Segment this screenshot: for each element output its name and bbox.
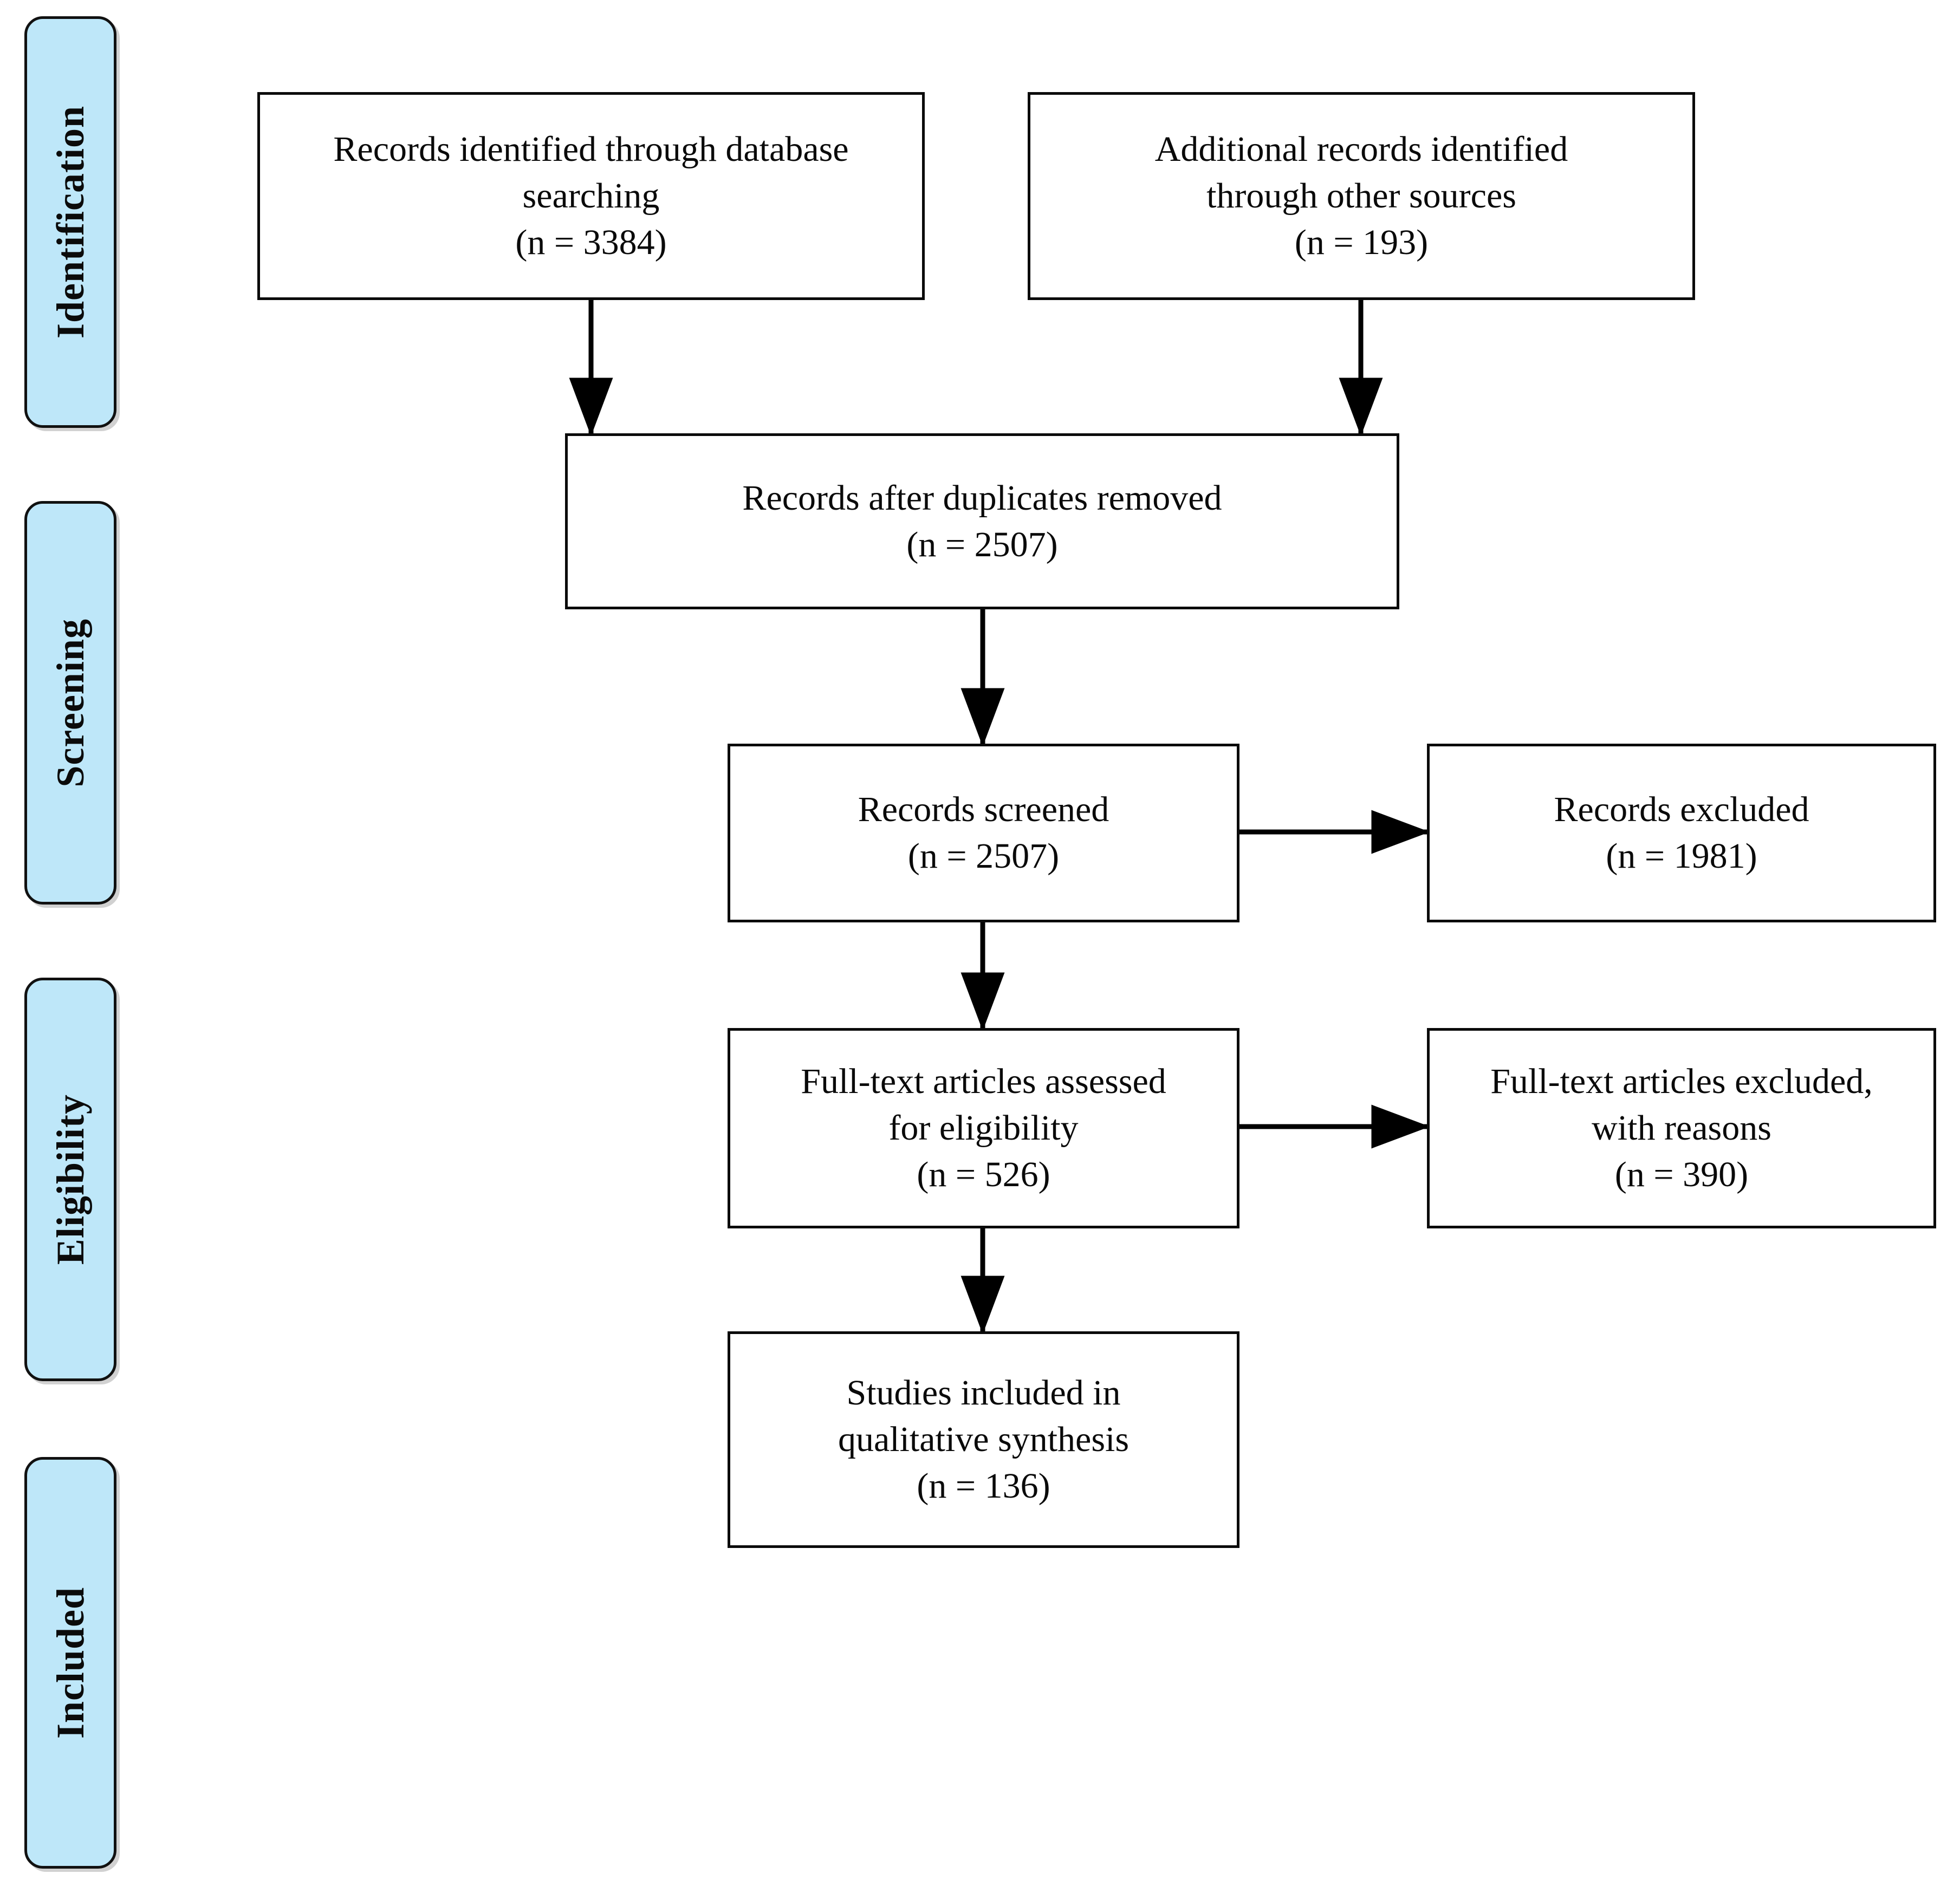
phase-label-identification: Identification [24, 16, 116, 428]
phase-label-eligibility-text: Eligibility [49, 1094, 92, 1265]
box-full-text-articles-assessed-line2: for eligibility [888, 1108, 1079, 1148]
box-records-excluded-line1: Records excluded [1554, 790, 1809, 830]
box-full-text-articles-excluded-line1: Full-text articles excluded, [1490, 1062, 1873, 1102]
phase-label-screening: Screening [24, 501, 116, 905]
box-records-after-duplicates-removed: Records after duplicates removed (n = 25… [565, 433, 1399, 609]
box-additional-records-other-sources: Additional records identified through ot… [1028, 92, 1695, 300]
box-records-screened: Records screened (n = 2507) [728, 744, 1239, 922]
box-full-text-articles-excluded-count: (n = 390) [1614, 1154, 1749, 1194]
box-full-text-articles-assessed: Full-text articles assessed for eligibil… [728, 1028, 1239, 1228]
box-records-identified-database-line1: Records identified through database [333, 129, 849, 170]
box-additional-records-other-sources-line1: Additional records identified [1154, 129, 1568, 170]
box-records-excluded: Records excluded (n = 1981) [1427, 744, 1936, 922]
box-records-after-duplicates-removed-line1: Records after duplicates removed [742, 478, 1222, 518]
box-records-identified-database: Records identified through database sear… [257, 92, 925, 300]
box-studies-included-count: (n = 136) [917, 1466, 1050, 1506]
phase-label-included: Included [24, 1457, 116, 1869]
box-full-text-articles-assessed-count: (n = 526) [917, 1154, 1050, 1194]
box-records-screened-count: (n = 2507) [907, 836, 1060, 876]
box-studies-included-qualitative-synthesis: Studies included in qualitative synthesi… [728, 1331, 1239, 1548]
phase-label-eligibility: Eligibility [24, 978, 116, 1381]
box-studies-included-line2: qualitative synthesis [838, 1420, 1130, 1460]
box-records-identified-database-count: (n = 3384) [515, 222, 667, 262]
box-full-text-articles-assessed-line1: Full-text articles assessed [801, 1062, 1166, 1102]
phase-label-included-text: Included [49, 1586, 92, 1739]
box-records-after-duplicates-removed-count: (n = 2507) [906, 524, 1058, 564]
box-records-excluded-count: (n = 1981) [1606, 836, 1757, 876]
box-records-identified-database-line2: searching [522, 176, 660, 216]
box-full-text-articles-excluded: Full-text articles excluded, with reason… [1427, 1028, 1936, 1228]
phase-label-identification-text: Identification [49, 105, 92, 339]
box-full-text-articles-excluded-line2: with reasons [1592, 1108, 1771, 1148]
box-records-screened-line1: Records screened [858, 790, 1109, 830]
phase-label-screening-text: Screening [49, 618, 92, 788]
box-additional-records-other-sources-line2: through other sources [1206, 176, 1516, 216]
box-additional-records-other-sources-count: (n = 193) [1294, 222, 1429, 262]
box-studies-included-line1: Studies included in [846, 1373, 1121, 1413]
